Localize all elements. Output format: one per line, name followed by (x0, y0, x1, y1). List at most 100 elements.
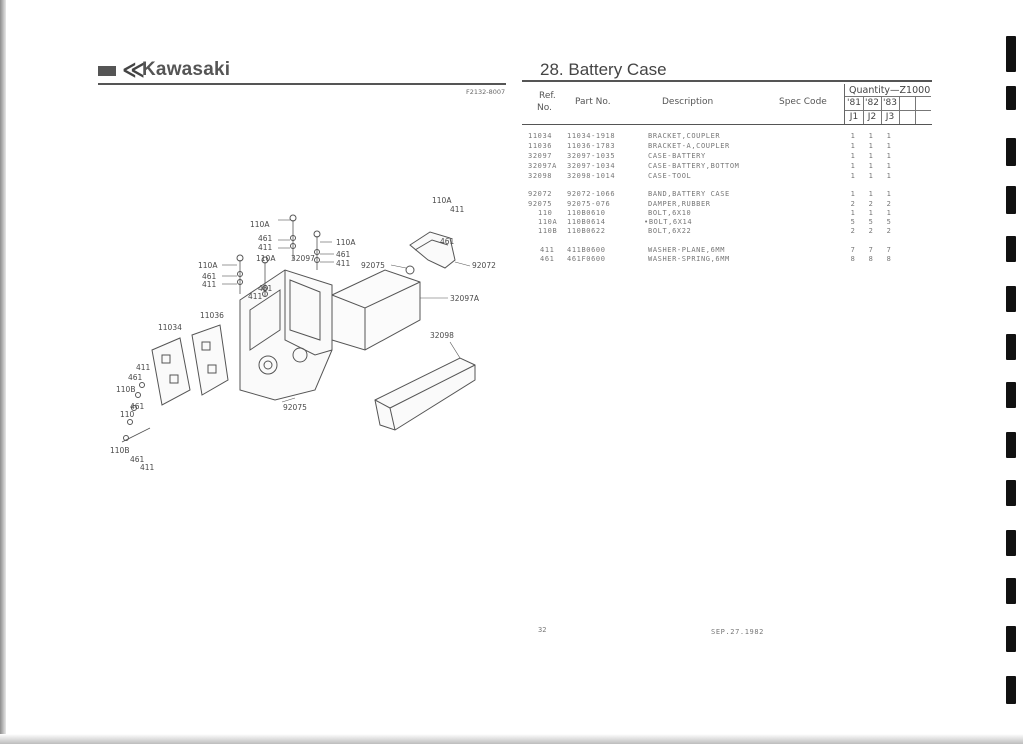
binding-mark (1006, 186, 1016, 214)
qty-81: 1 (850, 162, 856, 170)
qty-82: 7 (868, 246, 874, 254)
binding-mark (1006, 626, 1016, 652)
part-label: 461 (202, 272, 217, 281)
bolt-head-icon (261, 256, 269, 264)
qty-83: 1 (886, 142, 892, 150)
part-label: 92075 (283, 403, 307, 412)
part-no: 110B0622 (567, 227, 606, 235)
spec-code-header: Spec Code (779, 97, 827, 107)
qty-82: 5 (868, 218, 874, 226)
binding-mark (1006, 138, 1016, 166)
coupler-bracket-11034 (151, 337, 191, 406)
part-label: 461 (130, 402, 145, 411)
description: BOLT,6X22 (648, 227, 692, 235)
part-label: 411 (248, 292, 263, 301)
leader-line (390, 264, 407, 269)
qty-83: 1 (886, 172, 892, 180)
description: WASHER-SPRING,6MM (648, 255, 730, 263)
ref-no: 32098 (528, 172, 553, 180)
part-no: 92075-076 (567, 200, 611, 208)
binding-mark (1006, 286, 1016, 312)
ref-header: Ref. (539, 91, 556, 101)
part-label: 461 (440, 237, 455, 246)
qty-82: 1 (868, 172, 874, 180)
qty-82: 1 (868, 132, 874, 140)
bracket-slot (207, 364, 217, 374)
part-label: 411 (140, 463, 155, 472)
qty-83: 1 (886, 162, 892, 170)
part-no: 32098-1014 (567, 172, 616, 180)
ref-no: 11034 (528, 132, 553, 140)
washer-icon (135, 392, 141, 398)
qty-82: 2 (868, 227, 874, 235)
washer-icon (237, 279, 243, 285)
part-label: 92072 (472, 261, 496, 270)
quantity-header: Quantity—Z1000 '81 '82 '83 J1 J2 J3 (844, 84, 931, 124)
quantity-column-line (915, 96, 916, 124)
part-label: 411 (258, 243, 273, 252)
qty-81: 1 (850, 190, 856, 198)
washer-icon (290, 243, 296, 249)
binding-mark (1006, 676, 1016, 704)
ref-no: 32097 (528, 152, 553, 160)
ref-no: 110A (538, 218, 558, 226)
part-label: 461 (258, 284, 273, 293)
part-label: 11036 (200, 311, 224, 320)
qty-83: 5 (886, 218, 892, 226)
leader-line (449, 341, 461, 359)
ref-no: 110 (538, 209, 553, 217)
figure-number: F2132-8007 (466, 88, 506, 96)
qty-82: 1 (868, 142, 874, 150)
model-code-header: J3 (885, 112, 895, 122)
ref-no: 92072 (528, 190, 553, 198)
bolt-head-icon (313, 230, 321, 238)
part-label: 411 (136, 363, 151, 372)
description: BAND,BATTERY CASE (648, 190, 730, 198)
washer-icon (131, 405, 137, 411)
logo-mark-icon (98, 66, 116, 76)
washer-icon (262, 285, 268, 291)
part-label: 411 (202, 280, 217, 289)
binding-mark (1006, 86, 1016, 110)
battery-case-frame (239, 269, 333, 401)
qty-82: 1 (868, 190, 874, 198)
exploded-parts-diagram: 110A 461 411 110A 461 411 110A 461 411 1… (110, 196, 496, 472)
page-bottom-edge (0, 734, 1023, 744)
part-label: 32098 (430, 331, 454, 340)
damper-92075-icon (263, 360, 273, 370)
header-rule-left (98, 83, 506, 85)
washer-icon (127, 419, 133, 425)
part-label: 32097 (291, 254, 315, 263)
qty-81: 8 (850, 255, 856, 263)
qty-81: 1 (850, 209, 856, 217)
binding-mark (1006, 334, 1016, 360)
year-header: '82 (865, 98, 879, 108)
battery-bottom-case (331, 269, 421, 351)
part-label: 32097A (450, 294, 480, 303)
battery-band-edge (414, 239, 449, 251)
qty-81: 2 (850, 227, 856, 235)
leader-line (281, 397, 296, 403)
qty-81: 1 (850, 172, 856, 180)
qty-81: 1 (850, 152, 856, 160)
battery-case-window (249, 289, 281, 351)
leader-line (454, 261, 471, 267)
part-no: 32097-1035 (567, 152, 616, 160)
part-label: 110B (116, 385, 135, 394)
description: DAMPER,RUBBER (648, 200, 711, 208)
description: BOLT,6X10 (648, 209, 692, 217)
ref-no: 411 (540, 246, 555, 254)
binding-mark (1006, 36, 1016, 72)
model-code-header: J1 (849, 112, 859, 122)
part-label: 411 (450, 205, 465, 214)
binding-mark (1006, 432, 1016, 458)
description: CASE-BATTERY (648, 152, 706, 160)
qty-82: 1 (868, 162, 874, 170)
binding-mark (1006, 578, 1016, 604)
year-header: '81 (847, 98, 861, 108)
part-no: 411B0600 (567, 246, 606, 254)
ref-header-line2: No. (537, 103, 552, 113)
description: •BOLT,6X14 (644, 218, 693, 226)
part-no: 461F0600 (567, 255, 606, 263)
part-label: 110A (250, 220, 270, 229)
